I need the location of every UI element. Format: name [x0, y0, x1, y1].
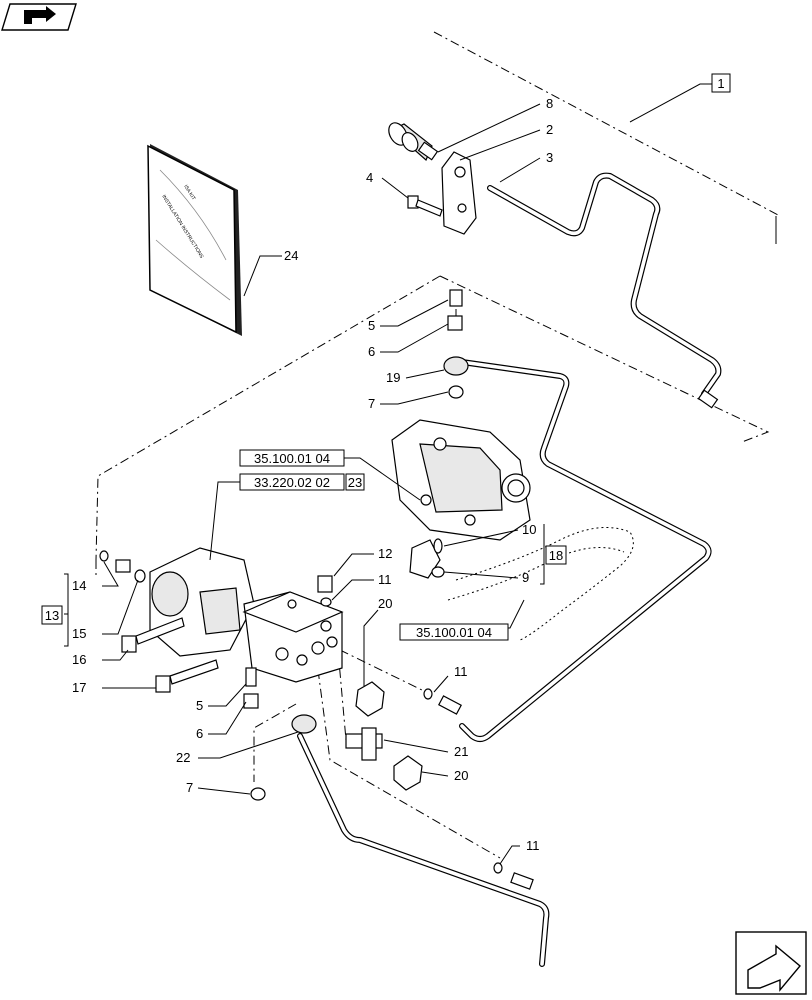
callout-23[interactable]: 23: [348, 475, 362, 490]
elbow-fitting-18: [409, 538, 445, 579]
callout-box-18: [545, 545, 567, 565]
callout-19[interactable]: 19: [386, 370, 400, 385]
fittings-14-15: [99, 550, 146, 583]
reference-lines: [95, 31, 781, 859]
reference-hose[interactable]: 35.100.01 04: [416, 625, 492, 640]
reference-top[interactable]: 35.100.01 04: [254, 451, 330, 466]
hydraulic-valve: [391, 419, 531, 541]
pipe-end-11-a: [423, 688, 462, 715]
callout-10[interactable]: 10: [522, 522, 536, 537]
callout-16[interactable]: 16: [72, 652, 86, 667]
callout-12[interactable]: 12: [378, 546, 392, 561]
callout-2[interactable]: 2: [546, 122, 553, 137]
callout-8[interactable]: 8: [546, 96, 553, 111]
callout-22[interactable]: 22: [176, 750, 190, 765]
instruction-booklet: ISA KIT INSTALLATION INSTRUCTIONS: [147, 144, 242, 336]
control-valve-23: [149, 547, 344, 683]
pipe-end-11-b: [493, 862, 534, 890]
callout-box-1: [711, 73, 731, 93]
callout-21[interactable]: 21: [454, 744, 468, 759]
tee-fitting-21: [345, 727, 383, 761]
reference-valve[interactable]: 33.220.02 02: [254, 475, 330, 490]
callout-1[interactable]: 1: [717, 76, 724, 91]
callout-4[interactable]: 4: [366, 170, 373, 185]
cap-20-b: [393, 755, 423, 791]
bolt-16: [121, 617, 185, 653]
callout-7-top[interactable]: 7: [368, 396, 375, 411]
bracket-2: [441, 151, 477, 235]
callout-11-b[interactable]: 11: [454, 664, 468, 679]
callout-11-c[interactable]: 11: [526, 838, 540, 853]
callout-3[interactable]: 3: [546, 150, 553, 165]
quick-coupler-8: [388, 122, 439, 161]
reference-box-hose: [399, 623, 509, 641]
pipe-assembly-19: [459, 359, 712, 742]
bolt-17: [155, 659, 219, 693]
callout-6-bottom[interactable]: 6: [196, 726, 203, 741]
callout-14[interactable]: 14: [72, 578, 86, 593]
prev-page-button[interactable]: [1, 3, 77, 31]
reference-box-top: [239, 449, 345, 467]
callout-13[interactable]: 13: [45, 608, 59, 623]
callout-24[interactable]: 24: [284, 248, 298, 263]
pipe-assembly-3: [487, 172, 722, 409]
fittings-top: [443, 289, 469, 399]
pipe-assembly-22: [297, 733, 550, 967]
callout-18[interactable]: 18: [549, 548, 563, 563]
callout-5-top[interactable]: 5: [368, 318, 375, 333]
callout-box-23: [345, 473, 365, 491]
callout-7-bottom[interactable]: 7: [186, 780, 193, 795]
callout-20-a[interactable]: 20: [378, 596, 392, 611]
callout-17[interactable]: 17: [72, 680, 86, 695]
leader-lines: [64, 103, 545, 865]
callout-6-top[interactable]: 6: [368, 344, 375, 359]
callout-9[interactable]: 9: [522, 570, 529, 585]
arrow-back-icon: [24, 6, 56, 24]
plug-12: [317, 575, 333, 607]
reference-box-valve: [239, 473, 345, 491]
arrow-forward-icon: [747, 944, 801, 992]
callouts: 1 8 2 3 4 24 5 6 19 7 35.100.01 04 33.22…: [41, 73, 731, 853]
callout-5-bottom[interactable]: 5: [196, 698, 203, 713]
next-page-button[interactable]: [735, 931, 807, 995]
callout-20-b[interactable]: 20: [454, 768, 468, 783]
cap-20-a: [355, 681, 385, 717]
callout-11-a[interactable]: 11: [378, 572, 392, 587]
fittings-bottom: [243, 667, 317, 801]
callout-box-13: [41, 605, 63, 625]
callout-15[interactable]: 15: [72, 626, 86, 641]
bolt-4: [407, 195, 443, 217]
